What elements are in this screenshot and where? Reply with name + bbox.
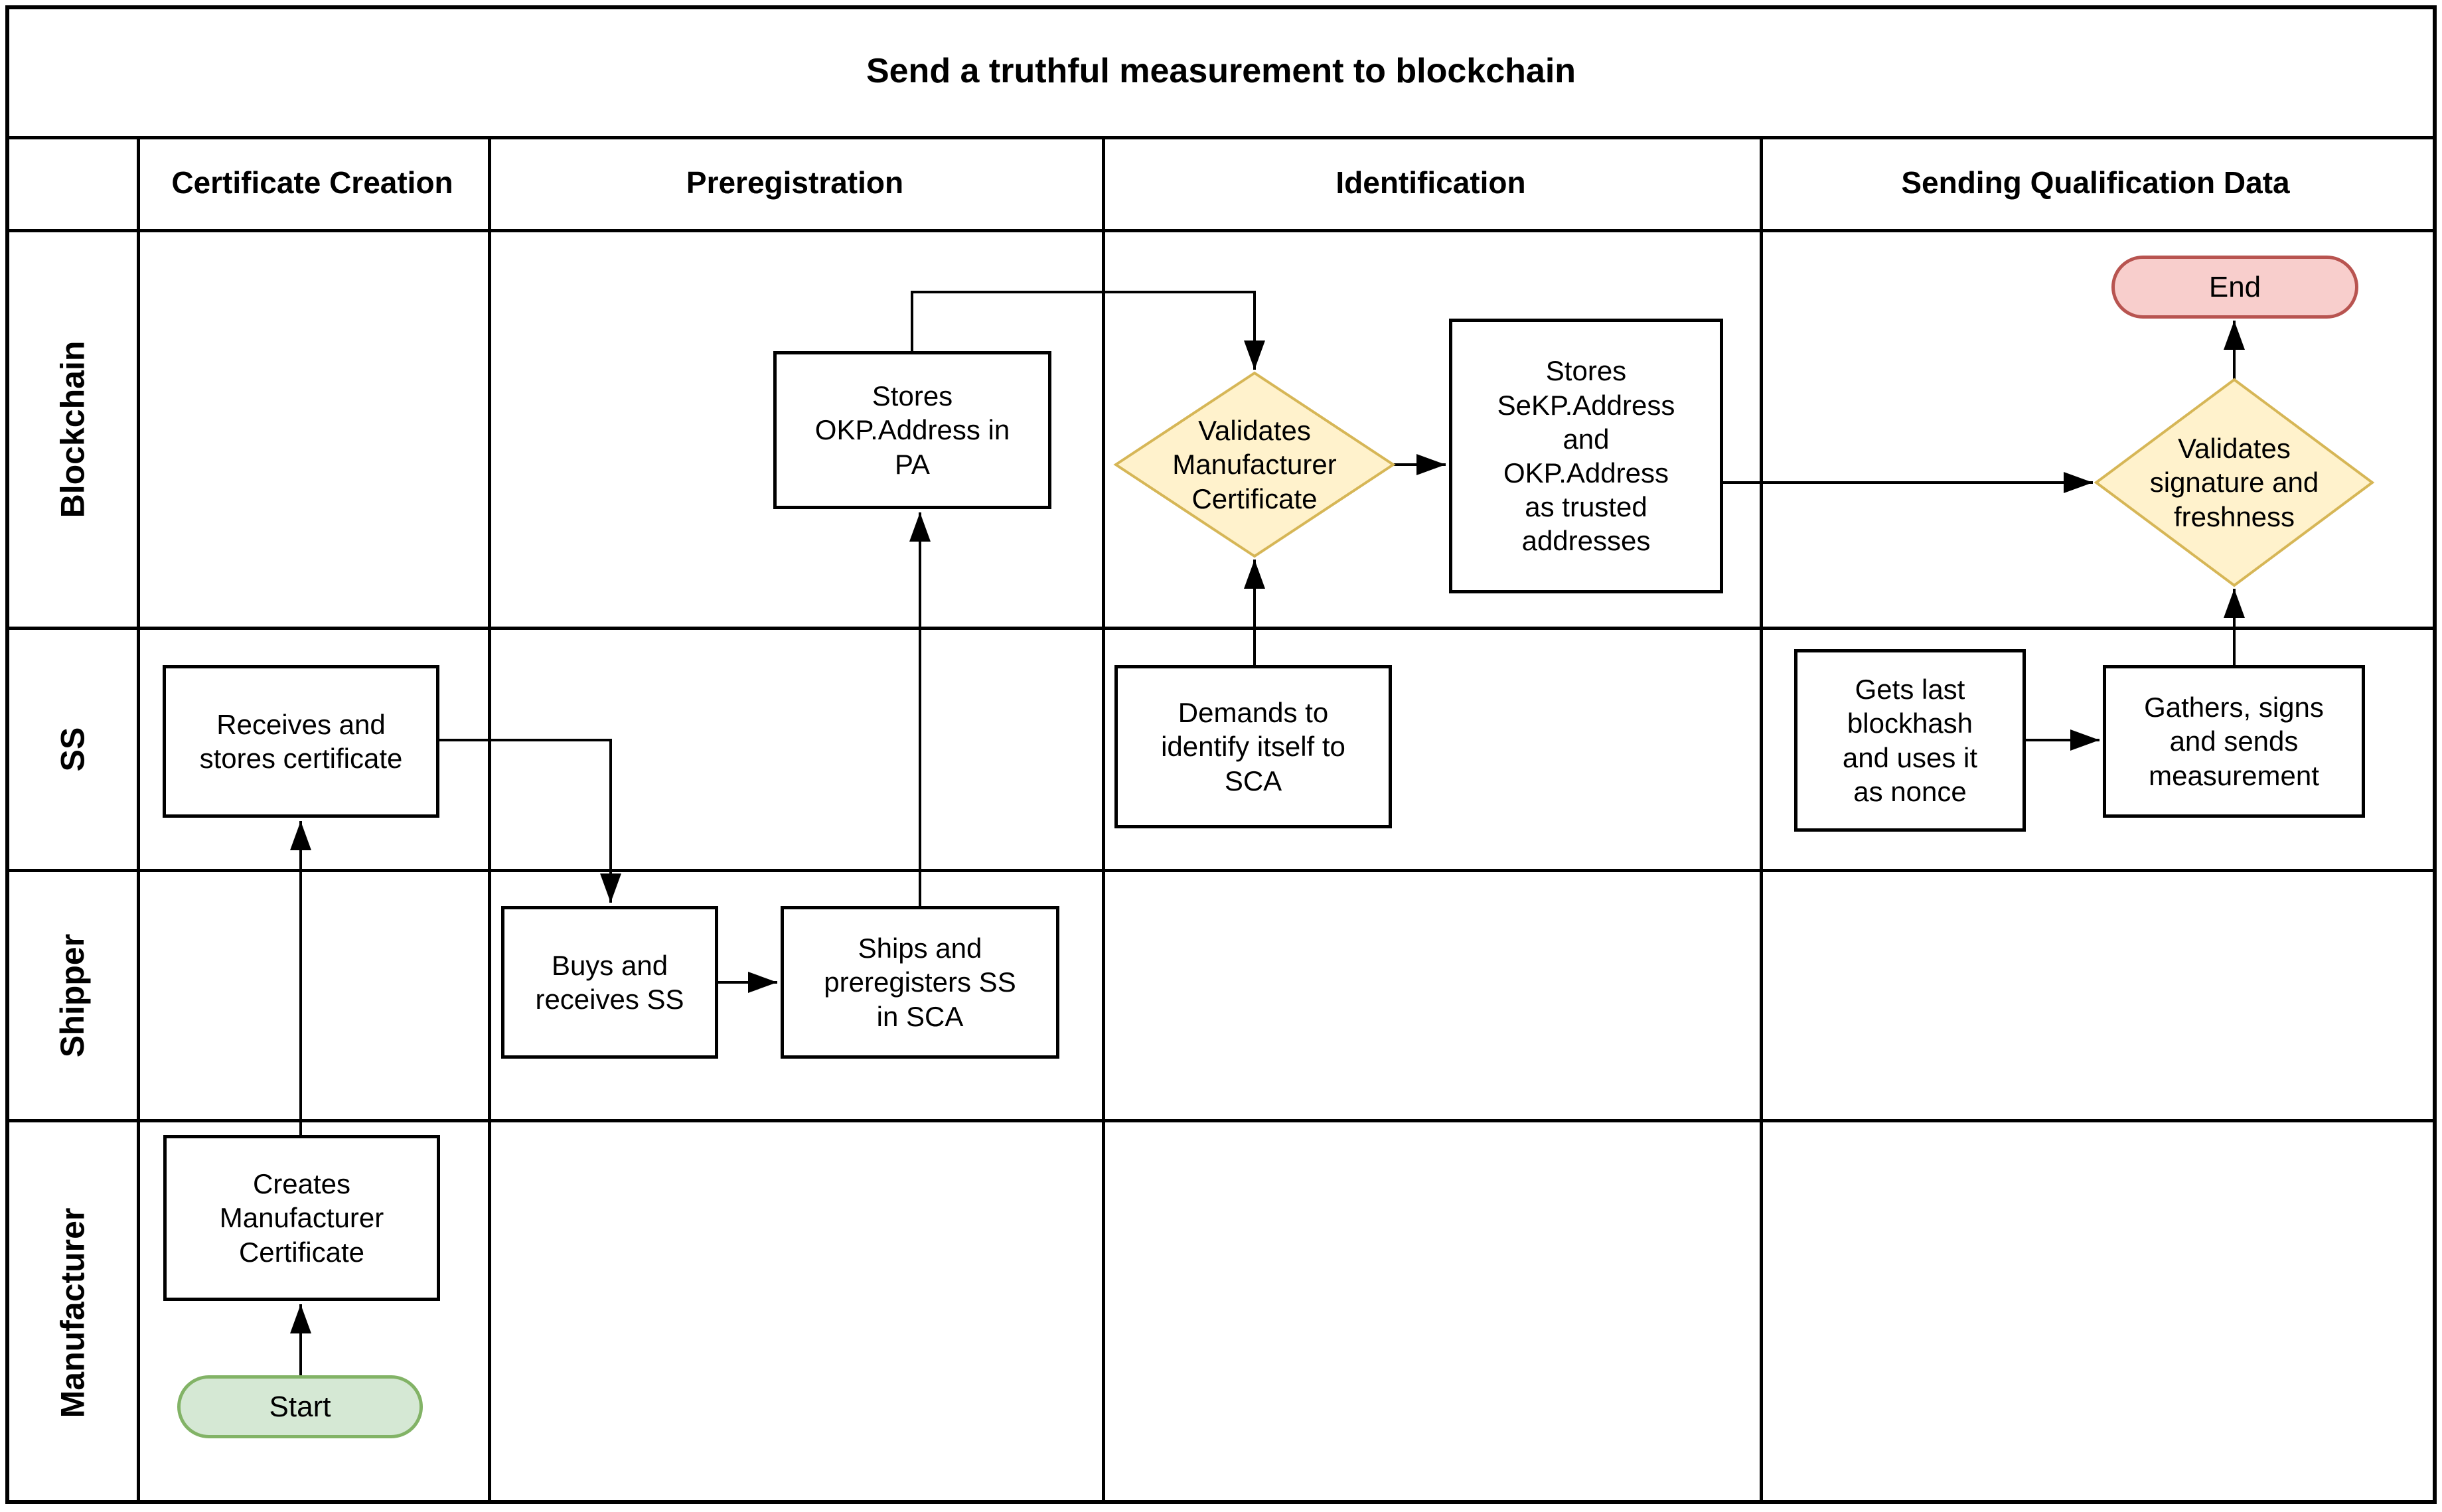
validates-manufacturer-certificate-diamond-shape xyxy=(1113,371,1396,558)
node-stores-trusted-addresses: Stores SeKP.Address and OKP.Address as t… xyxy=(1449,319,1723,593)
edge-receives-stores-to-buys-receives xyxy=(439,739,621,903)
header-divider-line xyxy=(5,229,2437,232)
node-end: End xyxy=(2111,256,2358,319)
node-validates-signature-freshness: Validates signature and freshness xyxy=(2149,433,2319,532)
diagram-title: Send a truthful measurement to blockchai… xyxy=(866,51,1576,90)
phase-header-sending-qualification-data: Sending Qualification Data xyxy=(1901,165,2290,200)
node-ships-preregisters-ss: Ships and preregisters SS in SCA xyxy=(781,906,1059,1059)
node-gets-last-blockhash: Gets last blockhash and uses it as nonce xyxy=(1794,649,2026,832)
lane-label-column-divider xyxy=(137,136,140,1504)
edge-stores-okp-to-validates-manufacturer xyxy=(911,291,1265,370)
phase-divider-1 xyxy=(488,136,491,1504)
title-divider-line xyxy=(5,136,2437,139)
pool-border xyxy=(5,5,2437,1504)
phase-header-identification: Identification xyxy=(1335,165,1526,200)
validates-signature-freshness-diamond-shape xyxy=(2094,378,2375,587)
node-creates-manufacturer-certificate: Creates Manufacturer Certificate xyxy=(163,1135,440,1301)
node-start: Start xyxy=(177,1375,423,1438)
lane-divider-blockchain-ss xyxy=(5,627,2437,630)
node-stores-okp-address: Stores OKP.Address in PA xyxy=(773,351,1051,509)
phase-header-certificate-creation: Certificate Creation xyxy=(171,165,453,200)
phase-header-preregistration: Preregistration xyxy=(686,165,904,200)
node-receives-stores-certificate: Receives and stores certificate xyxy=(163,665,439,818)
lane-divider-ss-shipper xyxy=(5,869,2437,872)
phase-divider-2 xyxy=(1102,136,1105,1504)
node-demands-identification: Demands to identify itself to SCA xyxy=(1114,665,1392,828)
lane-divider-shipper-manufacturer xyxy=(5,1119,2437,1122)
node-gathers-signs-sends: Gathers, signs and sends measurement xyxy=(2103,665,2365,818)
phase-divider-3 xyxy=(1760,136,1763,1504)
node-validates-manufacturer-certificate: Validates Manufacturer Certificate xyxy=(1172,415,1337,514)
node-buys-receives-ss: Buys and receives SS xyxy=(501,906,718,1059)
